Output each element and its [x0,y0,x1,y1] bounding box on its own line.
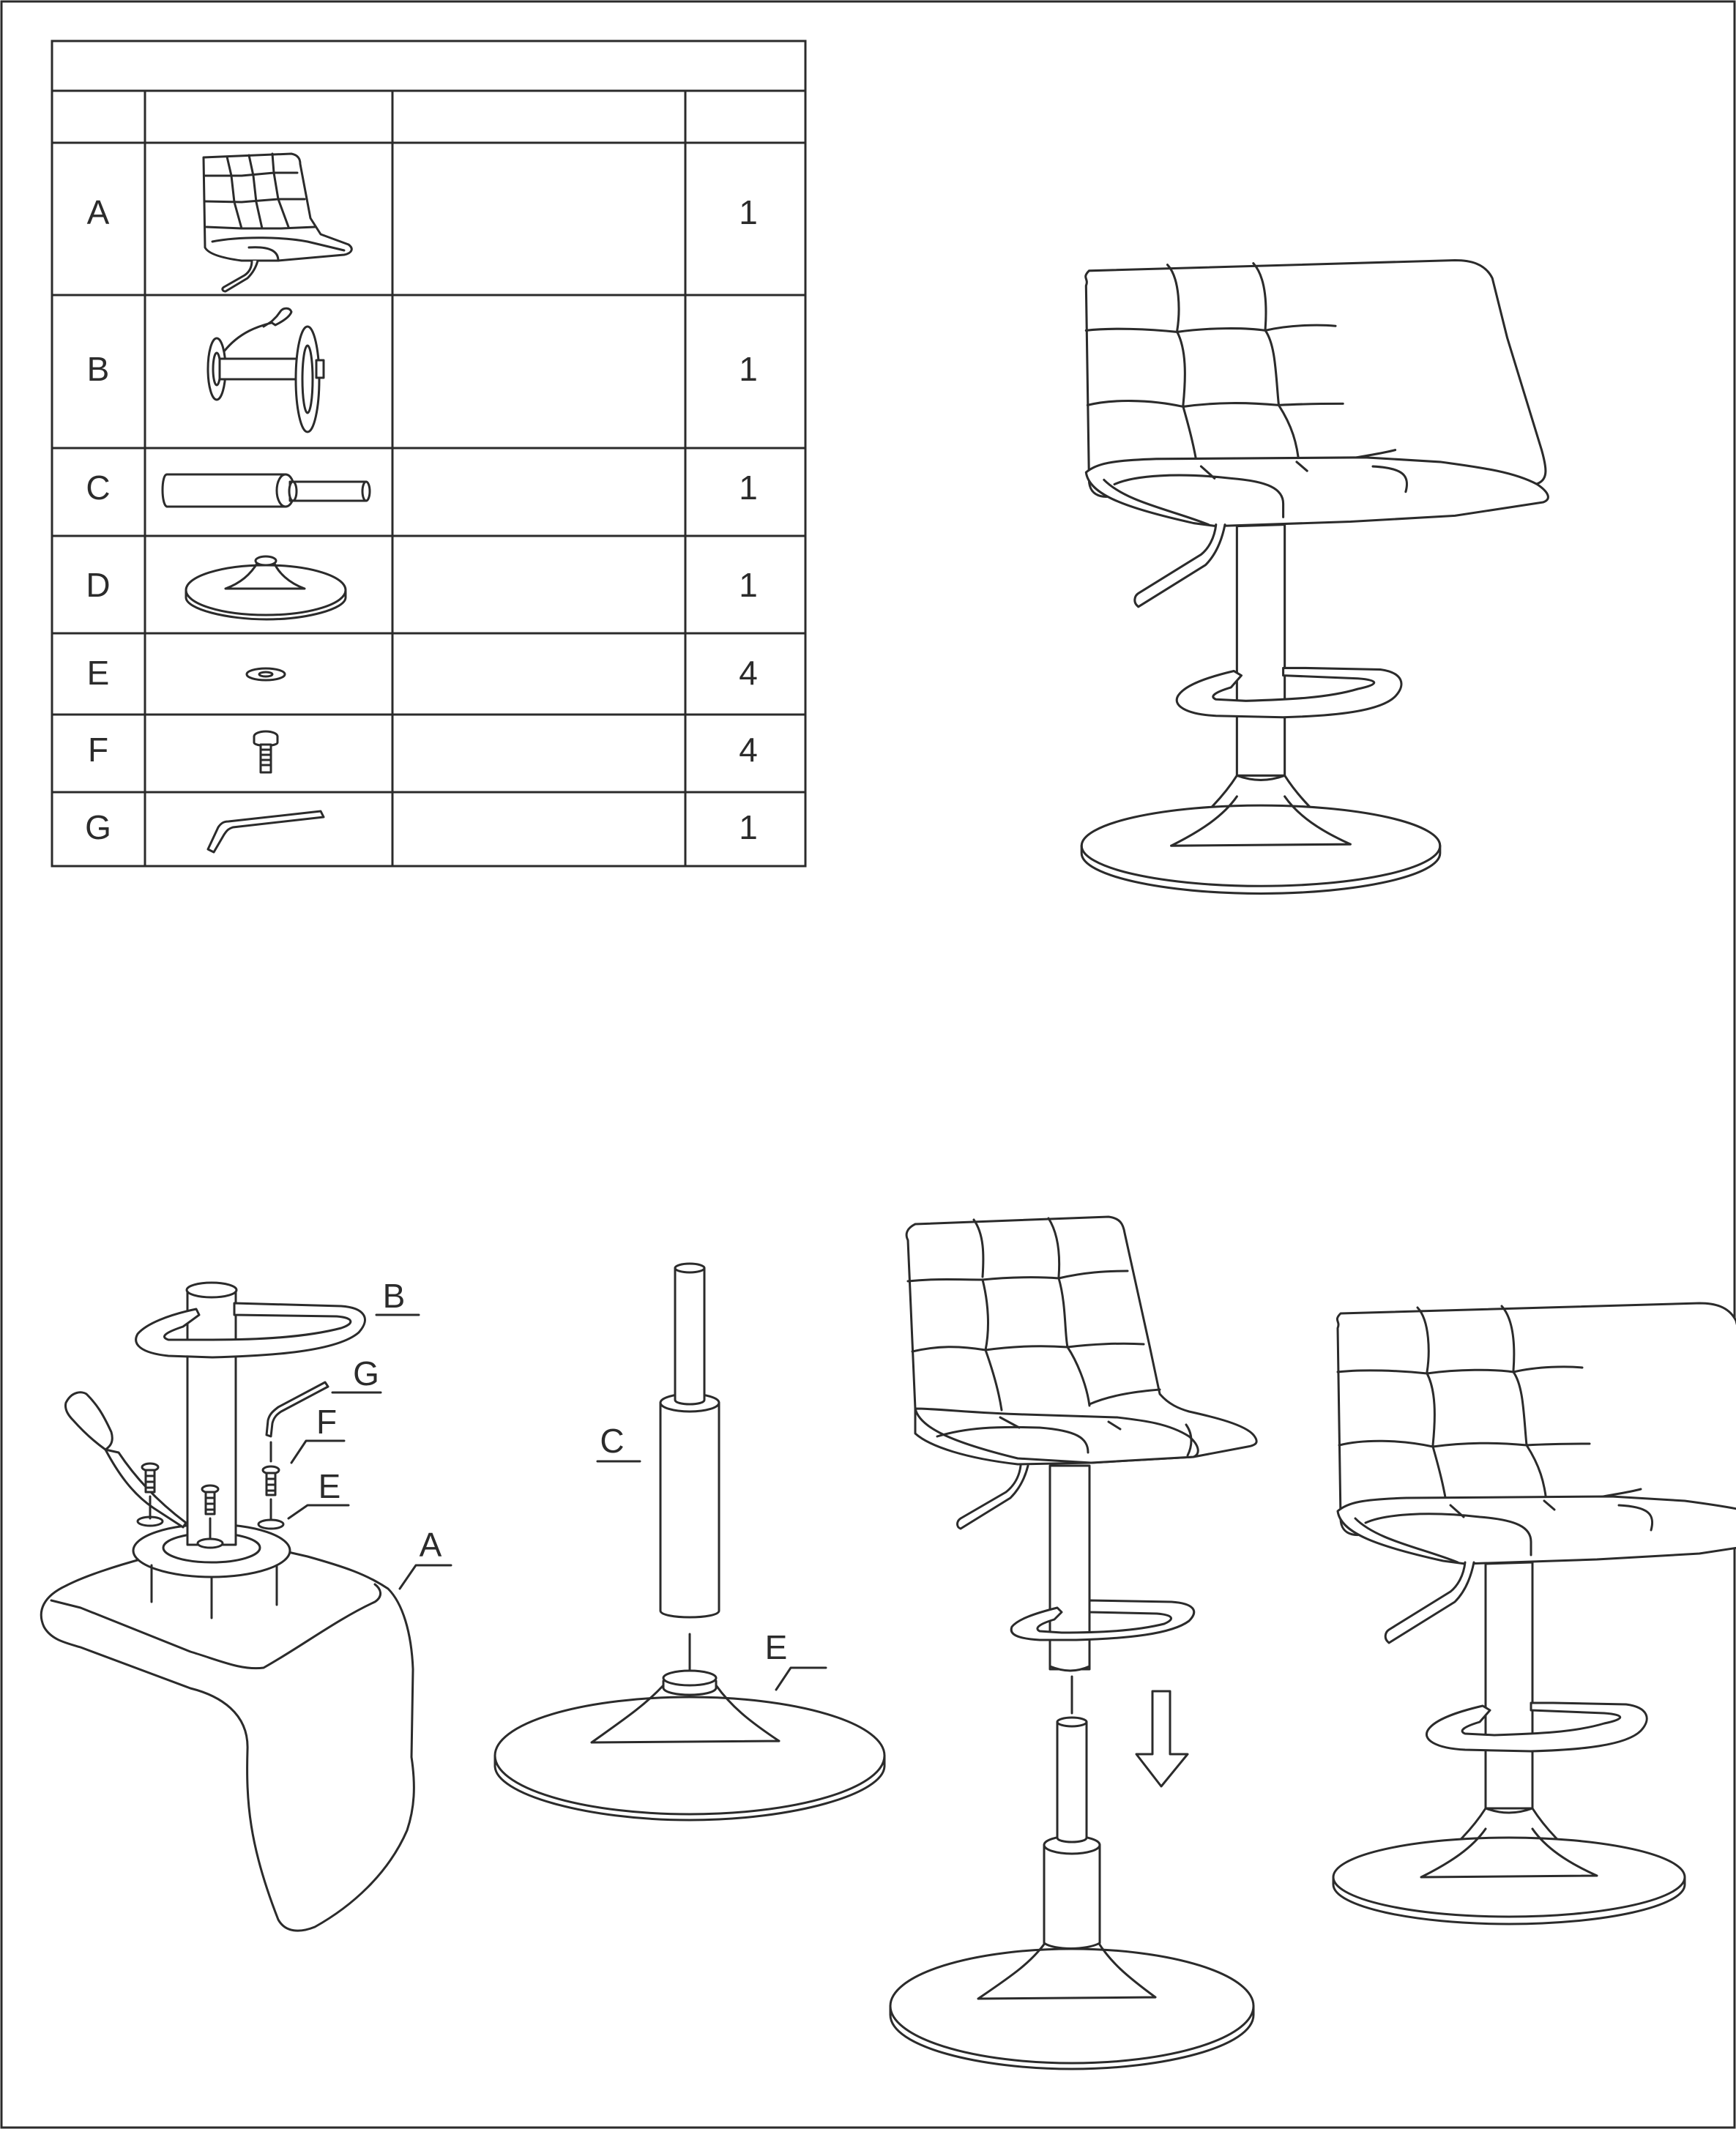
part-letter: B [87,350,110,388]
table-rules [52,89,805,866]
callout-c: C [600,1422,624,1460]
part-letter: A [87,193,110,231]
bolt-icon [141,1462,160,1520]
allen-key-icon [206,810,325,854]
part-qty: 4 [739,731,758,769]
part-qty: 1 [739,566,758,604]
parts-table: A 1 B 1 [51,40,807,868]
part-qty: 1 [739,350,758,388]
part-letter: E [87,654,110,692]
step2-cylinder-base: C E [493,1262,886,1822]
callout-b: B [383,1277,406,1315]
round-base-icon [185,555,347,621]
part-qty: 1 [739,193,758,231]
table-row: B 1 [87,307,758,433]
table-frame [51,40,807,868]
table-row: G 1 [85,808,758,854]
step3-seat-on-base [889,1215,1258,2070]
step1-seat-assembly: B G F E A [40,1277,452,1932]
part-qty: 4 [739,654,758,692]
gas-cylinder-icon [161,473,371,508]
seat-icon [202,152,353,293]
bolt-icon [261,1465,280,1521]
table-row: D 1 [86,555,758,621]
bolt-icon [253,730,279,774]
finished-stool-illustration [1080,258,1549,895]
part-letter: C [86,469,110,507]
completed-stool-illustration [1332,1302,1736,1925]
part-letter: G [85,808,111,846]
table-row: E 4 [87,654,758,692]
part-letter: D [86,566,110,604]
washer-icon [245,667,286,682]
callout-e: E [765,1628,788,1666]
callout-f: F [316,1403,337,1441]
callout-e: E [318,1467,341,1505]
part-letter: F [88,731,108,769]
part-qty: 1 [739,469,758,507]
swivel-plate-with-lever-icon [206,307,325,433]
table-row: C 1 [86,469,758,508]
callout-g: G [353,1354,379,1392]
bolt-icon [201,1484,220,1540]
table-row: A 1 [87,152,758,293]
part-qty: 1 [739,808,758,846]
table-row: F 4 [88,730,758,774]
callout-a: A [420,1526,442,1564]
down-arrow-icon [1135,1690,1189,1788]
